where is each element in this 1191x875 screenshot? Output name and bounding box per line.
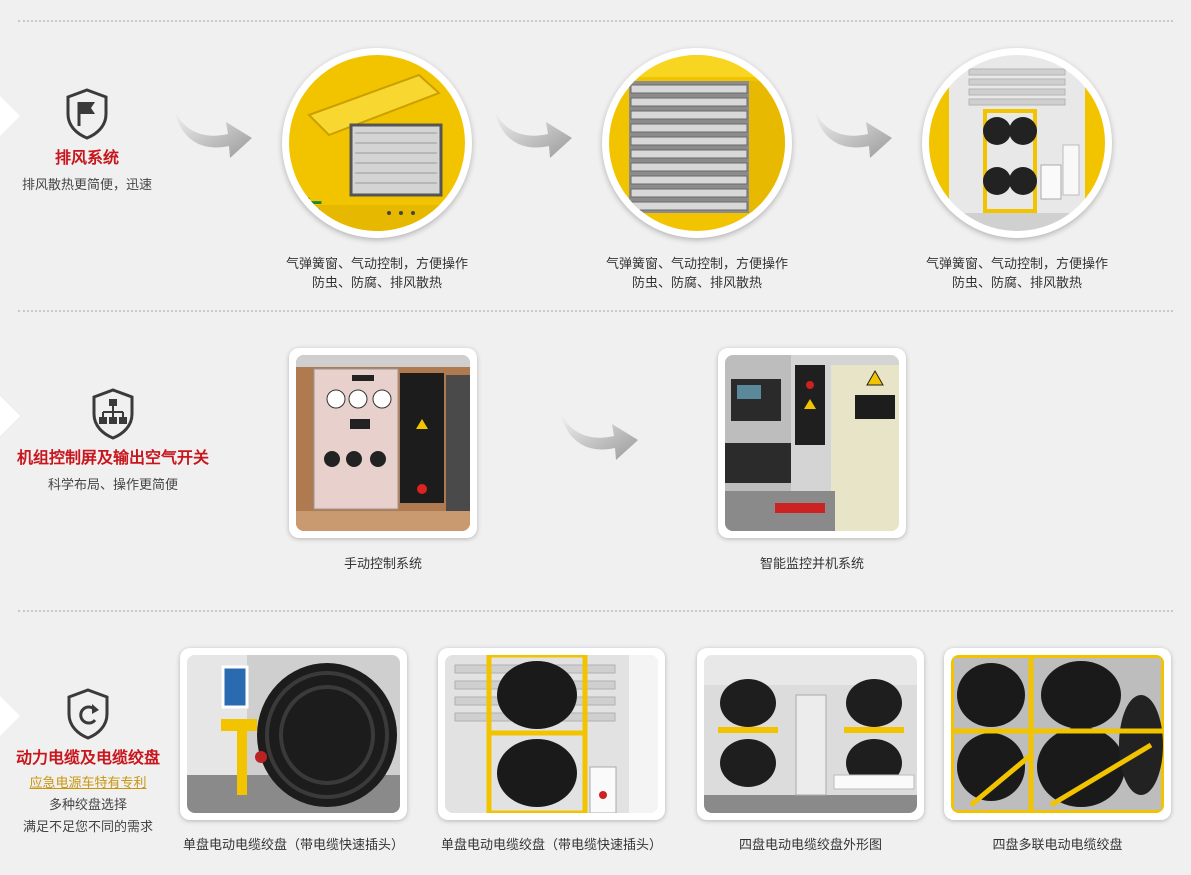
curved-arrow-icon: [494, 108, 572, 158]
vent-photo-interior: [922, 48, 1112, 238]
separator-top: [18, 20, 1173, 22]
separator-2: [18, 610, 1173, 612]
feature-title: 机组控制屏及输出空气开关: [16, 448, 209, 467]
vent-photo-louver: [602, 48, 792, 238]
feature-line-1: 多种绞盘选择: [48, 798, 127, 813]
reel-caption-2: 单盘电动电缆绞盘（带电缆快速插头）: [440, 838, 662, 853]
section-marker: [0, 696, 20, 736]
refresh-shield-icon: [67, 688, 109, 740]
vent-caption-2: 气弹簧窗、气动控制，方便操作 防虫、防腐、排风散热: [605, 257, 788, 291]
vent-caption-1: 气弹簧窗、气动控制，方便操作 防虫、防腐、排风散热: [285, 257, 468, 291]
feature-line-2: 满足不足您不同的需求: [22, 820, 153, 835]
feature-subtitle: 科学布局、操作更简便: [47, 478, 178, 493]
reel-caption-4: 四盘多联电动电缆绞盘: [992, 838, 1123, 853]
feature-cable-reel: 动力电缆及电缆绞盘 应急电源车特有专利 多种绞盘选择 满足不足您不同的需求: [8, 688, 168, 835]
feature-exhaust: 排风系统 排风散热更简便，迅速: [12, 88, 162, 193]
smart-monitor-caption: 智能监控并机系统: [759, 557, 864, 572]
vent-photo-open: 车: [282, 48, 472, 238]
feature-title: 排风系统: [54, 148, 119, 167]
vent-caption-3: 气弹簧窗、气动控制，方便操作 防虫、防腐、排风散热: [925, 257, 1108, 291]
feature-title: 动力电缆及电缆绞盘: [15, 748, 160, 767]
curved-arrow-icon: [814, 108, 892, 158]
smart-monitor-photo: [718, 348, 906, 538]
truck-lettering: 车: [297, 196, 323, 227]
flag-shield-icon: [66, 88, 108, 140]
single-reel-photo-2: [438, 648, 665, 820]
four-reel-photo: [697, 648, 924, 820]
feature-subtitle: 排风散热更简便，迅速: [21, 178, 152, 193]
section-marker: [0, 96, 20, 136]
separator-1: [18, 310, 1173, 312]
reel-caption-3: 四盘电动电缆绞盘外形图: [738, 838, 882, 853]
manual-control-photo: [289, 348, 477, 538]
curved-arrow-icon: [560, 410, 638, 460]
section-marker: [0, 396, 20, 436]
curved-arrow-icon: [174, 108, 252, 158]
patent-link[interactable]: 应急电源车特有专利: [29, 776, 147, 791]
manual-control-caption: 手动控制系统: [343, 557, 422, 572]
single-reel-photo-1: [180, 648, 407, 820]
feature-control-panel: 机组控制屏及输出空气开关 科学布局、操作更简便: [8, 388, 218, 493]
multi-reel-photo: [944, 648, 1171, 820]
reel-caption-1: 单盘电动电缆绞盘（带电缆快速插头）: [182, 838, 404, 853]
network-shield-icon: [92, 388, 134, 440]
